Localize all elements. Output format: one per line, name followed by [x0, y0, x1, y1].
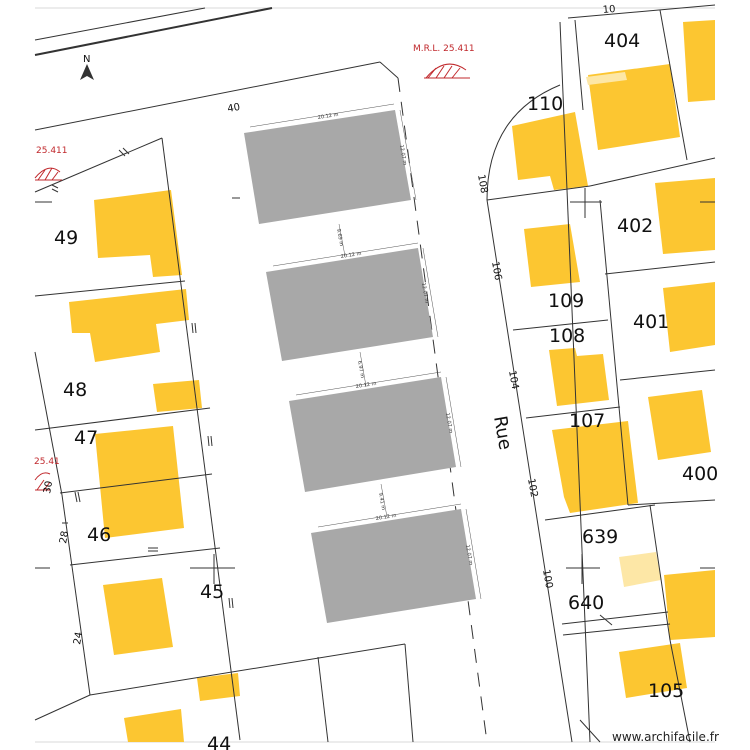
- address-24: 24: [72, 631, 85, 645]
- parcel-46: 46: [87, 524, 111, 546]
- parcel-109: 109: [548, 290, 584, 312]
- parcel-402: 402: [617, 215, 653, 237]
- proposed-building-3: [289, 377, 456, 492]
- house-49: [94, 190, 182, 277]
- address-30: 30: [42, 480, 55, 494]
- building-2-width: 20.12 m: [340, 251, 362, 260]
- house-110: [512, 112, 588, 190]
- house-400: [648, 390, 711, 460]
- house-109: [524, 224, 580, 287]
- proposed-building-1: [244, 110, 411, 224]
- house-48-b: [153, 380, 202, 412]
- parcel-47: 47: [74, 427, 98, 449]
- mrl-label-north: M.R.L. 25.411: [413, 44, 475, 54]
- parcel-400: 400: [682, 463, 718, 485]
- house-44-b: [124, 709, 184, 742]
- house-47: [95, 426, 184, 538]
- street-name: Rue: [489, 414, 516, 451]
- gap-1-label: 9.69 m: [335, 228, 344, 246]
- parcel-107: 107: [569, 410, 605, 432]
- address-108: 108: [475, 174, 489, 195]
- parcel-49: 49: [54, 227, 78, 249]
- house-44-a: [197, 673, 240, 701]
- house-105: [619, 643, 687, 698]
- house-639-east: [664, 570, 715, 640]
- mrl-label-west: 25.411: [36, 146, 68, 156]
- light-houses: [586, 72, 661, 587]
- building-2-depth: 12.07 m: [420, 282, 430, 304]
- house-401: [663, 282, 715, 352]
- building-1-depth: 12.07 m: [398, 144, 408, 166]
- dimension-lines: [249, 103, 482, 600]
- address-106: 106: [489, 261, 503, 282]
- house-108: [549, 348, 609, 406]
- house-45: [103, 578, 173, 655]
- building-4-width: 20.12 m: [375, 513, 397, 522]
- north-arrow: N: [80, 54, 94, 80]
- parcel-44: 44: [207, 733, 231, 750]
- watermark: www.archifacile.fr: [612, 730, 719, 744]
- parcel-numbers: 404 110 402 109 401 108 107 400 639 640 …: [54, 30, 718, 750]
- building-1-width: 20.12 m: [317, 112, 339, 121]
- parcel-110: 110: [527, 93, 563, 115]
- house-48: [69, 289, 189, 362]
- parcel-639: 639: [582, 526, 618, 548]
- gap-2-label: 6.97 m: [356, 360, 365, 378]
- proposed-building-2: [266, 248, 433, 361]
- mrl-markers: M.R.L. 25.411 25.411 25.41: [34, 44, 475, 491]
- building-3-width: 20.12 m: [355, 381, 377, 390]
- dimension-labels: 20.12 m 12.07 m 20.12 m 12.07 m 20.12 m …: [317, 112, 473, 566]
- address-102: 102: [525, 478, 539, 499]
- house-404-light: [586, 72, 627, 85]
- mrl-label-southwest: 25.41: [34, 457, 60, 467]
- address-104: 104: [506, 370, 520, 391]
- house-639-light: [619, 552, 661, 587]
- mrl-symbol-north: [424, 63, 470, 79]
- house-107: [552, 421, 638, 513]
- parcel-45: 45: [200, 581, 224, 603]
- building-4-depth: 12.07 m: [464, 544, 474, 566]
- parcel-105: 105: [648, 680, 684, 702]
- existing-houses: [69, 20, 715, 742]
- gap-3-label: 9.41 m: [377, 492, 386, 510]
- mrl-symbol-southwest: [34, 472, 51, 491]
- parcel-lines: [34, 4, 716, 743]
- address-100: 100: [540, 569, 554, 590]
- north-label: N: [83, 54, 90, 65]
- house-402: [655, 178, 715, 254]
- house-404: [588, 64, 680, 150]
- proposed-building-4: [311, 509, 476, 623]
- address-numbers: 108 106 104 102 100 40 30 28 24 10: [42, 4, 616, 646]
- proposed-buildings: [244, 110, 476, 623]
- address-40: 40: [227, 102, 241, 115]
- parcel-108: 108: [549, 325, 585, 347]
- mrl-symbol-west: [34, 167, 62, 181]
- building-3-depth: 12.07 m: [444, 412, 454, 434]
- address-28: 28: [58, 530, 71, 544]
- parcel-401: 401: [633, 311, 669, 333]
- house-404-east: [683, 20, 715, 102]
- parcel-48: 48: [63, 379, 87, 401]
- parcel-404: 404: [604, 30, 640, 52]
- address-top: 10: [602, 4, 616, 16]
- parcel-640: 640: [568, 592, 604, 614]
